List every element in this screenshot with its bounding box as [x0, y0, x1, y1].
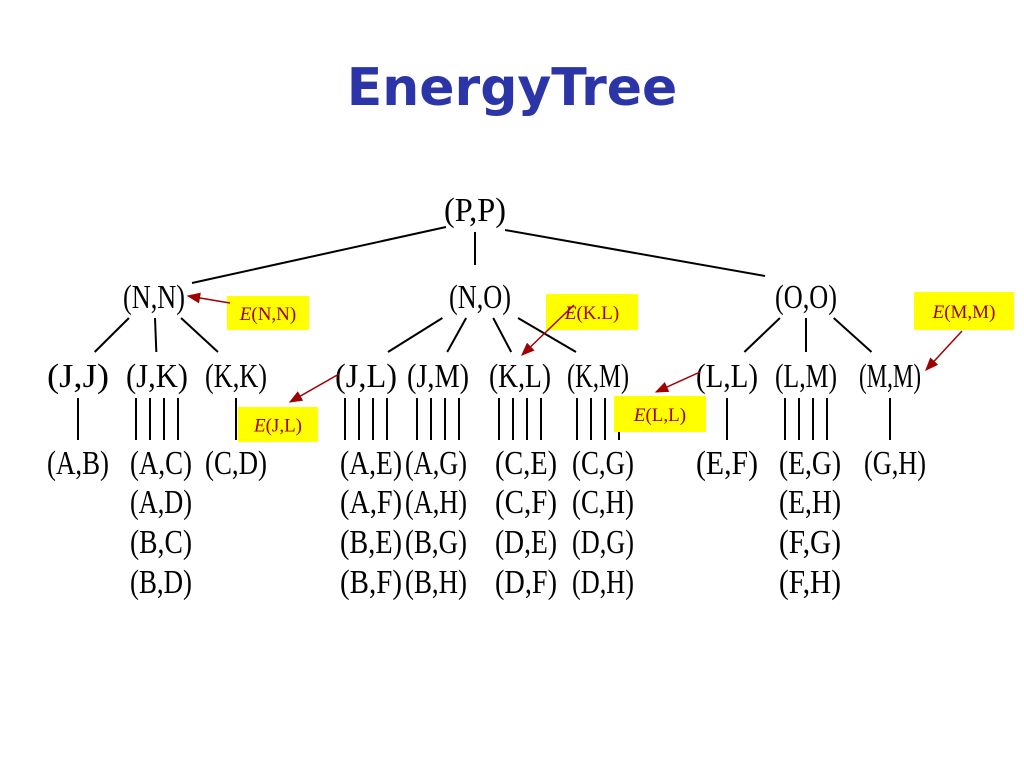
tree-node-k-l: (K,L) [489, 358, 551, 395]
edge-n-n-j-j [94, 317, 130, 353]
leaf-a-g: (A,G) [405, 445, 467, 482]
leaf-g-h: (G,H) [864, 445, 926, 482]
tree-node-n-n: (N,N) [123, 279, 185, 316]
annotation-arrow [654, 371, 701, 393]
tree-node-l-m: (L,M) [775, 358, 837, 395]
annotation-arrow [288, 373, 340, 403]
leaf-e-h: (E,H) [779, 484, 841, 521]
tree-node-l-l: (L,L) [696, 358, 758, 395]
leaf-b-d: (B,D) [130, 564, 192, 601]
annotation-box [614, 396, 706, 432]
annotation-arrow [521, 304, 575, 356]
leaf-a-f: (A,F) [340, 484, 402, 521]
leaf-c-f: (C,F) [495, 484, 557, 521]
leaf-b-f: (B,F) [340, 564, 402, 601]
annotation-label: E(J,L) [253, 416, 302, 437]
tree-node-j-l: (J,L) [335, 358, 397, 395]
tree-node-j-k: (J,K) [126, 358, 188, 395]
tree-node-m-m: (M,M) [859, 358, 921, 395]
annotation-box [914, 292, 1014, 330]
tree-node-k-m: (K,M) [567, 358, 629, 395]
leaf-d-e: (D,E) [495, 524, 557, 561]
leaf-c-h: (C,H) [572, 484, 634, 521]
leaf-f-g: (F,G) [779, 524, 841, 561]
annotation-label: E(M,M) [932, 302, 996, 323]
annotation-label: E(K.L) [564, 303, 619, 324]
edge-n-o-k-l [492, 317, 513, 353]
leaf-f-h: (F,H) [779, 564, 841, 601]
annotation-arrow [925, 330, 963, 371]
annotation-box [227, 296, 309, 330]
leaf-b-c: (B,C) [130, 524, 192, 561]
edge-root-n-n [191, 226, 447, 284]
energy-annotation-n-n: E(N,N) [186, 292, 309, 330]
edge-n-o-k-m [517, 317, 577, 353]
leaf-a-b: (A,B) [47, 445, 109, 482]
tree-edges [77, 226, 891, 440]
tree-node-p-p: (P,P) [444, 192, 506, 229]
edge-root-o-o [504, 229, 766, 277]
tree-node-n-o: (N,O) [449, 279, 511, 316]
tree-node-o-o: (O,O) [775, 279, 837, 316]
energy-annotations: E(N,N) E(K.L) E(M,M) E(J,L) E(L,L) [186, 292, 1014, 442]
tree-node-j-m: (J,M) [407, 358, 469, 395]
leaf-a-d: (A,D) [130, 484, 192, 521]
energy-annotation-k-l: E(K.L) [521, 294, 638, 356]
edge-n-o-j-m [446, 317, 468, 353]
annotation-box [546, 294, 638, 330]
leaf-a-c: (A,C) [130, 445, 192, 482]
edge-o-o-l-l [743, 317, 781, 353]
leaf-d-f: (D,F) [495, 564, 557, 601]
leaf-a-h: (A,H) [405, 484, 467, 521]
leaf-b-h: (B,H) [405, 564, 467, 601]
leaf-a-e: (A,E) [340, 445, 402, 482]
leaf-e-g: (E,G) [779, 445, 841, 482]
energy-annotation-l-l: E(L,L) [614, 371, 706, 432]
edge-o-o-m-m [833, 317, 873, 353]
tree-node-k-k: (K,K) [205, 358, 267, 395]
leaf-b-e: (B,E) [340, 524, 402, 561]
tree-node-j-j: (J,J) [47, 358, 109, 395]
tree-nodes: (P,P) (N,N) (N,O) (O,O) (J,J) (A,B) (J,K) (A,C)… [47, 192, 926, 601]
annotation-box [238, 407, 318, 442]
leaf-d-g: (D,G) [572, 524, 634, 561]
leaf-b-g: (B,G) [405, 524, 467, 561]
leaf-c-g: (C,G) [572, 445, 634, 482]
energy-annotation-j-l: E(J,L) [238, 373, 340, 442]
annotation-arrow [186, 292, 231, 304]
leaf-e-f: (E,F) [696, 445, 758, 482]
annotation-label: E(L,L) [633, 405, 686, 426]
edge-n-n-k-k [180, 317, 219, 353]
leaf-c-d: (C,D) [205, 445, 267, 482]
annotation-label: E(N,N) [239, 304, 296, 325]
energy-annotation-m-m: E(M,M) [914, 292, 1014, 371]
leaf-c-e: (C,E) [495, 445, 557, 482]
edge-n-o-j-l [387, 317, 443, 353]
edge-n-n-j-k [153, 317, 158, 353]
leaf-d-h: (D,H) [572, 564, 634, 601]
slide-title: EnergyTree [346, 58, 678, 118]
